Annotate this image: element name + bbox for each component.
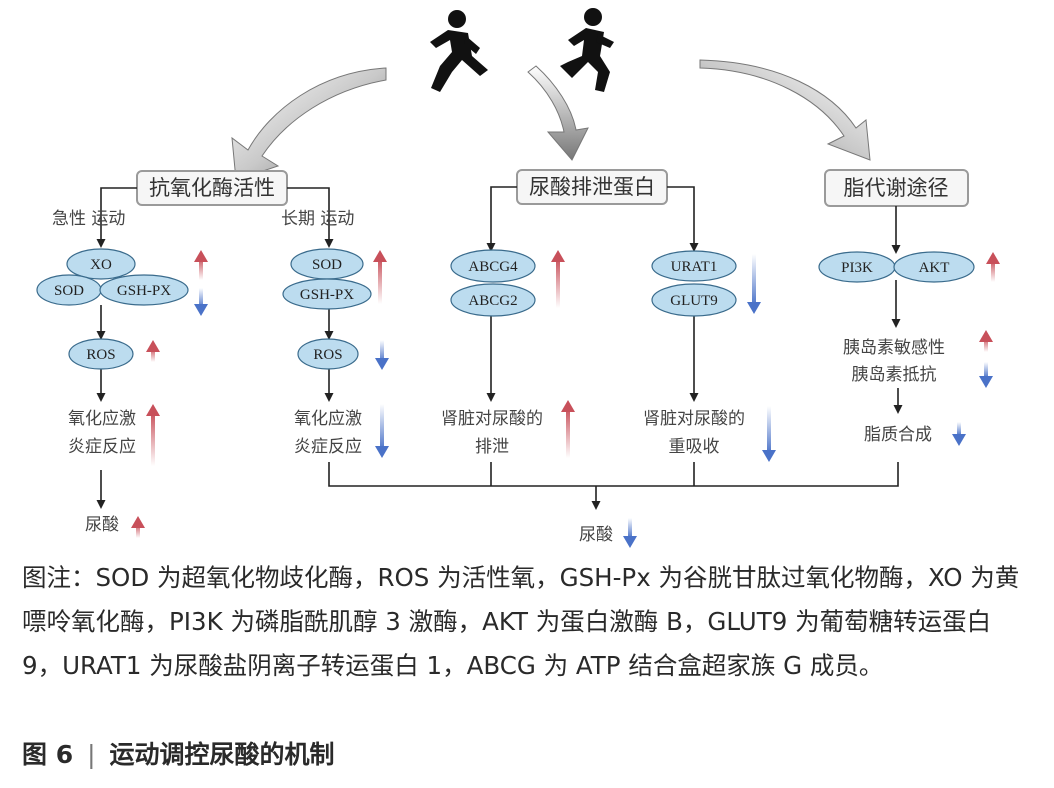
node-ros-acute-label: ROS: [86, 347, 115, 363]
outcome-reabsorption-1: 肾脏对尿酸的: [643, 409, 745, 429]
node-gshpx-acute: GSH-PX: [99, 274, 189, 306]
node-ros-longterm: ROS: [297, 338, 359, 370]
outcome-insulin-sensitivity: 胰岛素敏感性: [843, 338, 945, 358]
figure-title: 图 6 | 运动调控尿酸的机制: [22, 735, 335, 771]
outcome-uric-acid-acute: 尿酸: [85, 515, 119, 535]
down-arrow-icon: [762, 406, 776, 462]
node-urat1-label: URAT1: [671, 259, 718, 275]
node-abcg2-label: ABCG2: [468, 293, 517, 309]
node-gshpx-acute-label: GSH-PX: [117, 283, 171, 299]
node-sod-acute: SOD: [36, 274, 102, 306]
node-urat1: URAT1: [651, 250, 737, 282]
up-arrow-icon: [561, 400, 575, 458]
down-arrow-icon: [375, 340, 389, 370]
node-abcg2: ABCG2: [450, 283, 536, 317]
mechanism-diagram: 抗氧化酶活性 尿酸排泄蛋白 脂代谢途径 急性 运动 长期 运动 XO: [36, 8, 1000, 548]
node-gshpx-longterm-label: GSH-PX: [300, 287, 354, 303]
outcome-uric-acid-final: 尿酸: [579, 525, 613, 545]
node-glut9-label: GLUT9: [670, 293, 718, 309]
node-ros-longterm-label: ROS: [313, 347, 342, 363]
figure-caption: 图注：SOD 为超氧化物歧化酶，ROS 为活性氧，GSH-Px 为谷胱甘肽过氧化…: [22, 563, 1020, 680]
node-pi3k: PI3K: [818, 251, 896, 283]
category-box-transporter: 尿酸排泄蛋白: [516, 169, 668, 205]
outcome-oxidative-acute-1: 氧化应激: [68, 409, 136, 429]
node-sod-longterm-label: SOD: [312, 257, 342, 273]
runner-icon-left: [430, 10, 488, 92]
node-xo: XO: [66, 248, 136, 280]
up-arrow-icon: [146, 404, 160, 466]
node-glut9: GLUT9: [651, 283, 737, 317]
node-xo-label: XO: [90, 257, 112, 273]
up-arrow-icon: [146, 340, 160, 362]
category-box-metabolic: 脂代谢途径: [824, 169, 969, 207]
arc-arrow-left: [231, 67, 387, 181]
node-ros-acute: ROS: [68, 338, 134, 370]
category-box-antioxidant: 抗氧化酶活性: [136, 170, 288, 206]
arc-arrow-middle: [527, 65, 589, 161]
node-gshpx-longterm: GSH-PX: [282, 278, 372, 310]
down-arrow-icon: [747, 254, 761, 314]
up-arrow-icon: [986, 252, 1000, 282]
node-sod-acute-label: SOD: [54, 283, 84, 299]
label-acute-exercise: 急性 运动: [52, 209, 125, 229]
figure-number: 图 6: [22, 740, 74, 769]
node-abcg4: ABCG4: [450, 249, 536, 283]
node-abcg4-label: ABCG4: [468, 259, 518, 275]
outcome-oxidative-longterm-2: 炎症反应: [294, 437, 362, 457]
up-arrow-icon: [551, 250, 565, 308]
down-arrow-icon: [952, 422, 966, 446]
figure-title-separator: |: [87, 740, 96, 769]
outcome-oxidative-acute-2: 炎症反应: [68, 437, 136, 457]
down-arrow-icon: [375, 404, 389, 458]
outcome-reabsorption-2: 重吸收: [669, 437, 720, 457]
down-arrow-icon: [623, 518, 637, 548]
figure-title-text: 运动调控尿酸的机制: [109, 740, 335, 769]
outcome-excretion-1: 肾脏对尿酸的: [441, 409, 543, 429]
node-sod-longterm: SOD: [290, 248, 364, 280]
label-longterm-exercise: 长期 运动: [281, 209, 354, 229]
node-pi3k-label: PI3K: [841, 260, 873, 276]
connectors: [96, 186, 903, 510]
outcome-insulin-resistance: 胰岛素抵抗: [852, 365, 937, 385]
runner-icon-right: [560, 8, 614, 92]
up-arrow-icon: [979, 330, 993, 352]
up-arrow-icon: [131, 516, 145, 538]
up-arrow-icon: [373, 250, 387, 304]
category-label-metabolic: 脂代谢途径: [844, 176, 949, 200]
outcome-oxidative-longterm-1: 氧化应激: [294, 409, 362, 429]
up-arrow-icon: [194, 250, 208, 280]
node-akt: AKT: [893, 251, 975, 283]
outcome-excretion-2: 排泄: [475, 437, 509, 457]
down-arrow-icon: [194, 288, 208, 316]
arc-arrow-right: [699, 59, 871, 161]
category-label-transporter: 尿酸排泄蛋白: [529, 175, 655, 199]
trend-arrows: [131, 250, 1000, 548]
down-arrow-icon: [979, 362, 993, 388]
outcome-lipid-synthesis: 脂质合成: [864, 425, 932, 445]
category-label-antioxidant: 抗氧化酶活性: [149, 176, 275, 200]
node-akt-label: AKT: [919, 260, 950, 276]
